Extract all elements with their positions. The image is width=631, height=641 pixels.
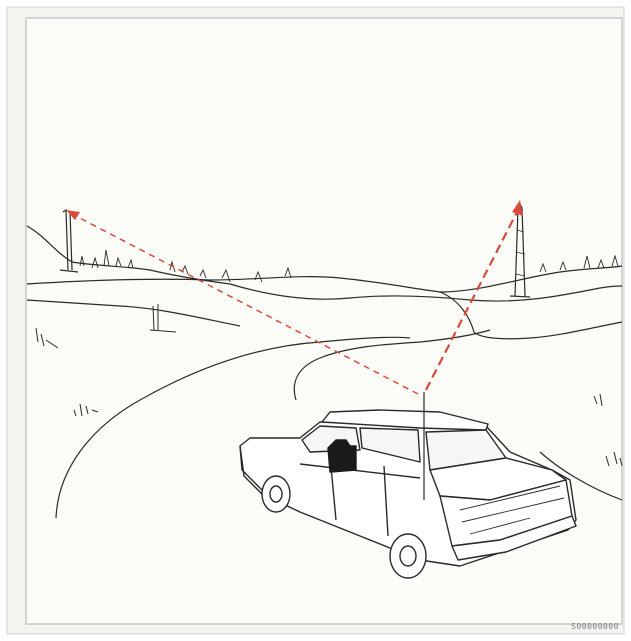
- car-wheel-front-hub: [270, 486, 282, 502]
- car-wheel-rear-hub: [400, 546, 416, 566]
- figure-code: S00000000: [571, 622, 619, 631]
